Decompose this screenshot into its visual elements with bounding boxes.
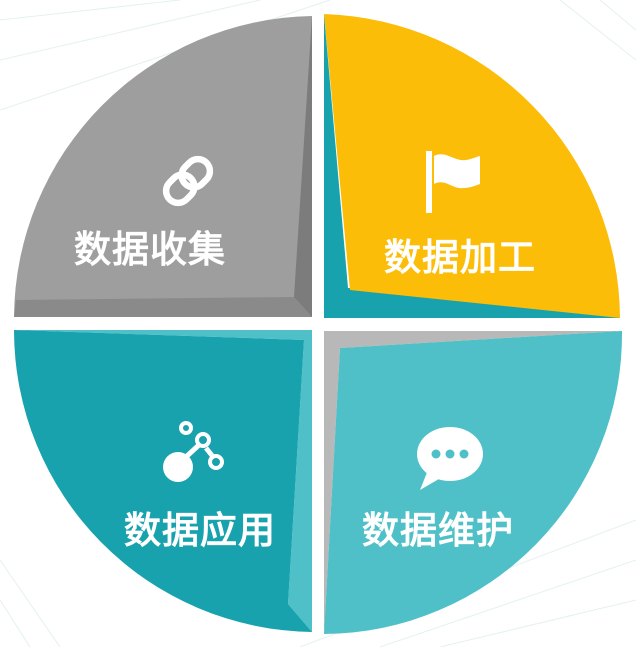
quadrant-maintain-label: 数据维护 — [362, 509, 514, 552]
quadrant-maintain-shape — [324, 331, 623, 634]
quadrant-process: 数据加工 — [324, 14, 620, 318]
quadrant-collect-fold — [294, 16, 312, 317]
quadrant-apply-label: 数据应用 — [124, 509, 276, 552]
link-icon — [162, 155, 214, 207]
quadrant-process-label: 数据加工 — [384, 236, 536, 279]
quadrant-collect-label: 数据收集 — [74, 228, 226, 271]
quadrant-apply: 数据应用 — [13, 330, 312, 632]
quadrant-collect-fold-bottom — [14, 297, 312, 317]
molecule-icon — [163, 421, 224, 482]
quadrant-maintain: 数据维护 — [324, 331, 623, 634]
quadrant-collect: 数据收集 — [14, 16, 312, 317]
quadrant-apply-shape — [13, 330, 312, 632]
flag-icon — [426, 151, 480, 213]
chat-bubble-icon — [417, 427, 483, 490]
quadrant-collect-shape — [14, 16, 312, 317]
